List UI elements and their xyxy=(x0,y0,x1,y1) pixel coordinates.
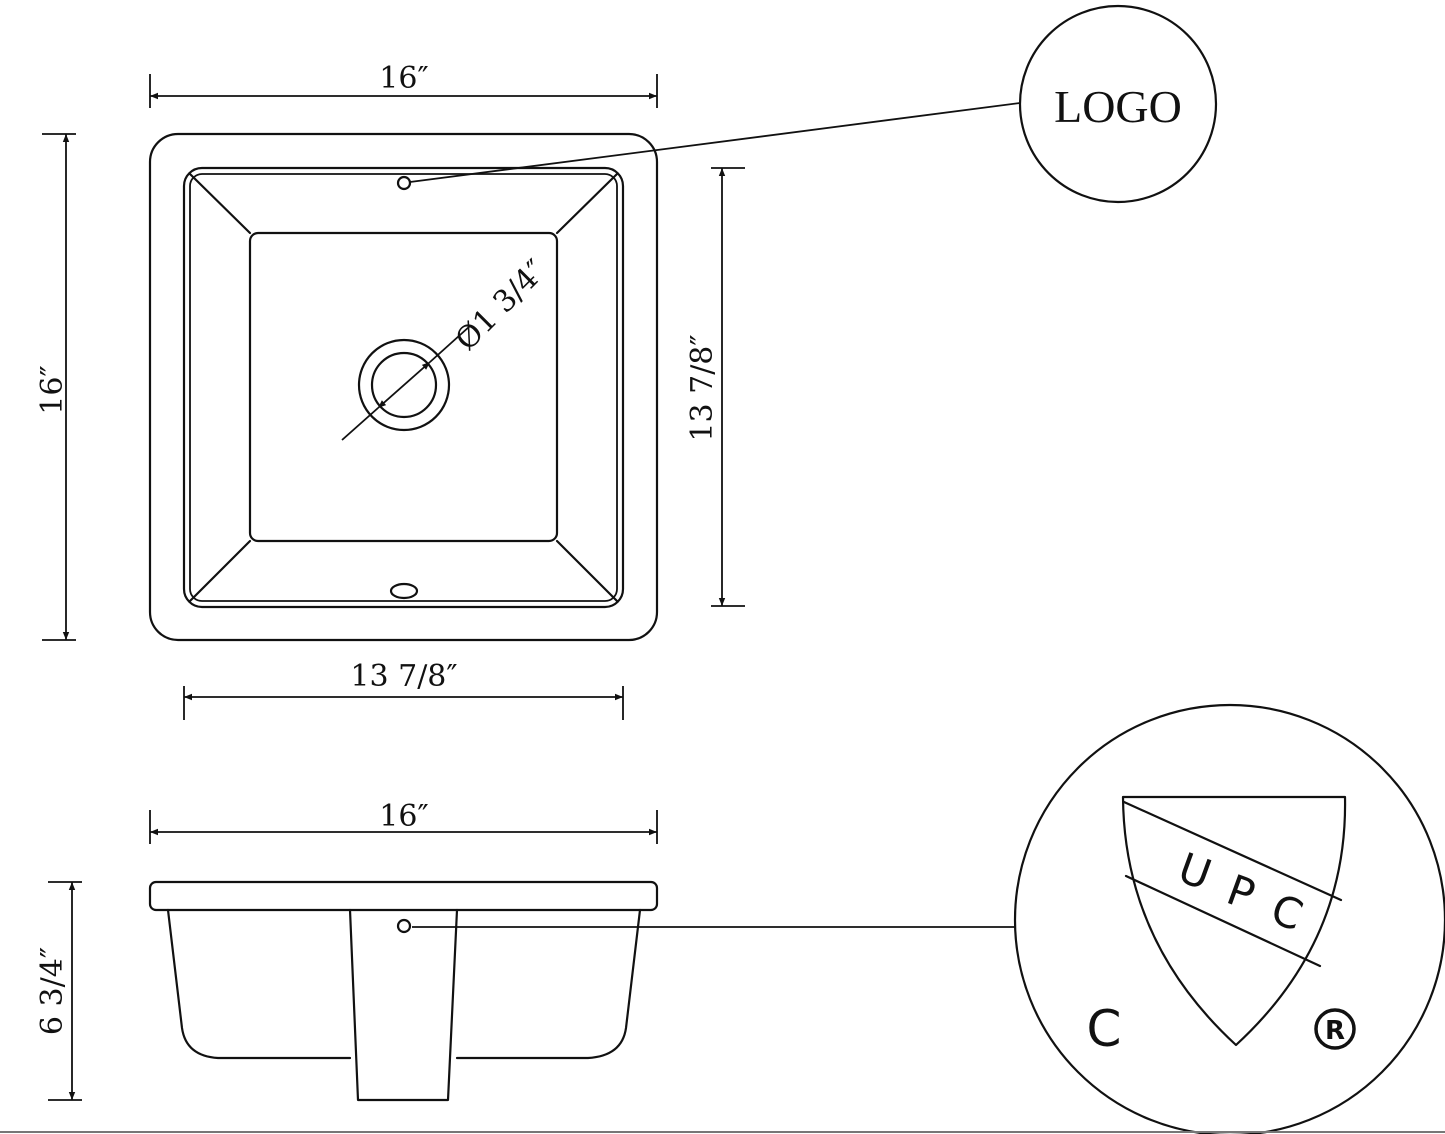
bowl-inner-rim-line xyxy=(189,173,618,602)
bowl-edge-line xyxy=(188,539,252,603)
upc-letter-c: C xyxy=(1265,884,1309,940)
dimension-top-overall-width: 16″ xyxy=(149,61,658,108)
dimension-label: 6 3/4″ xyxy=(35,947,70,1035)
side-drain-tailpiece xyxy=(348,908,459,1102)
bowl-bottom xyxy=(248,231,559,543)
dimension-label: 13 7/8″ xyxy=(685,334,720,441)
drain-outer-circle xyxy=(357,338,451,432)
registered-mark-circle xyxy=(1314,1008,1356,1050)
upc-c-mark: C xyxy=(1087,1000,1122,1058)
sink-outer-rim xyxy=(148,132,659,642)
upc-letter-p: P xyxy=(1221,865,1262,920)
dimension-bowl-width: 13 7/8″ xyxy=(183,659,624,720)
side-bowl-body xyxy=(166,908,642,1060)
upc-letter-u: U xyxy=(1172,843,1218,900)
dimension-label: 13 7/8″ xyxy=(350,659,457,694)
dimension-label: 16″ xyxy=(379,799,428,834)
dimension-top-overall-depth: 16″ xyxy=(35,133,76,641)
upc-shield-band-line xyxy=(1122,800,1343,902)
logo-location-mark xyxy=(396,175,412,191)
upc-shield-band-line xyxy=(1124,874,1322,968)
drain-inner-circle xyxy=(370,351,438,419)
upc-callout-circle xyxy=(1013,703,1445,1134)
dimension-label: 16″ xyxy=(379,61,428,96)
logo-callout: LOGO xyxy=(409,4,1218,204)
drain-diameter-leader xyxy=(429,325,471,363)
bowl-edge-line xyxy=(555,539,619,603)
logo-callout-circle xyxy=(1018,4,1218,204)
dimension-side-overall-width: 16″ xyxy=(149,799,658,844)
overflow-hole xyxy=(389,582,419,600)
side-logo-mark xyxy=(396,918,412,934)
side-view xyxy=(148,880,1016,1102)
dimension-side-height: 6 3/4″ xyxy=(35,881,82,1101)
upc-callout: U P C C R xyxy=(1013,703,1445,1134)
drain-diameter-line xyxy=(377,361,431,409)
drain-diameter-leader xyxy=(341,407,379,441)
bowl-outline xyxy=(182,166,625,609)
dimension-label: 16″ xyxy=(35,365,70,414)
drain-diameter-label: Ø1 3/4″ xyxy=(449,253,553,357)
logo-callout-text: LOGO xyxy=(1054,81,1182,132)
dimension-bowl-depth: 13 7/8″ xyxy=(685,167,745,607)
registered-mark-letter: R xyxy=(1325,1016,1345,1046)
top-view xyxy=(148,132,659,642)
upc-shield-outline xyxy=(1121,795,1347,1047)
bowl-edge-line xyxy=(188,172,252,235)
bowl-edge-line xyxy=(555,172,619,235)
logo-leader-line xyxy=(409,102,1021,183)
side-rim xyxy=(148,880,659,912)
